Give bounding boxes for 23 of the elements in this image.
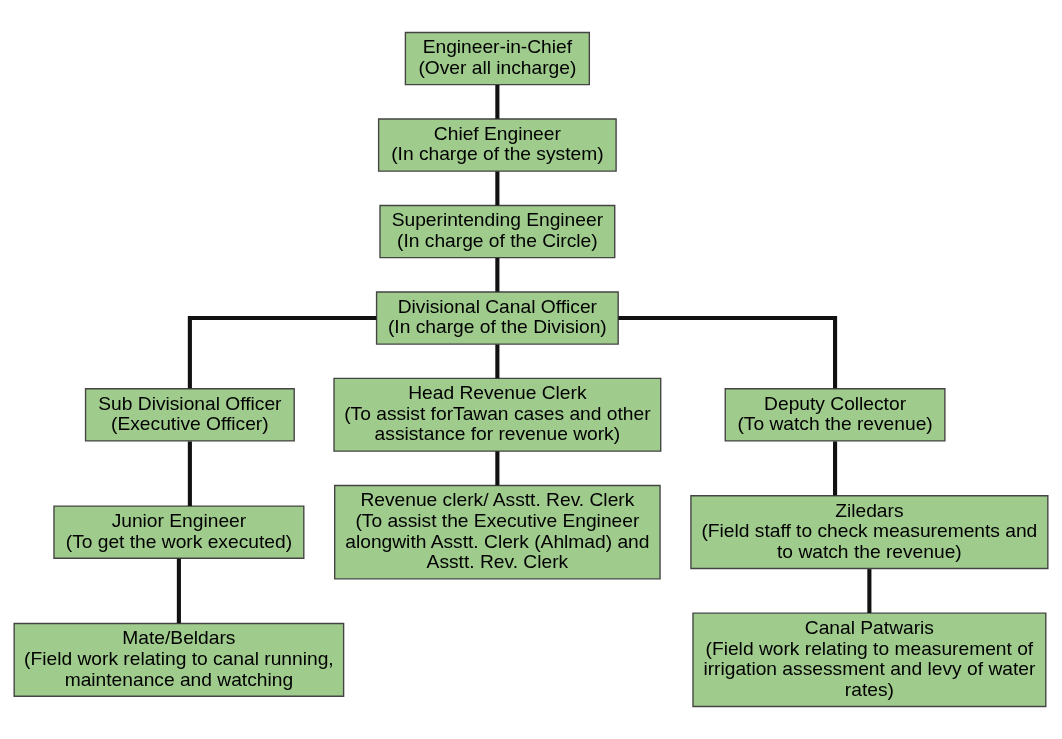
node-box: Deputy Collector (To watch the revenue) xyxy=(724,388,946,442)
node-box: Chief Engineer (In charge of the system) xyxy=(377,118,617,172)
node-box: Junior Engineer (To get the work executed) xyxy=(53,505,305,559)
node-box: Divisional Canal Officer (In charge of the Division) xyxy=(375,291,619,345)
connector xyxy=(833,441,838,496)
connector xyxy=(495,171,500,206)
node-box: Revenue clerk/ Asstt. Rev. Clerk (To assist the Executive Engineer alongwith Asstt. Clerk (Ahlmad) and Asstt. Rev. Clerk xyxy=(334,484,661,580)
connector xyxy=(176,558,181,624)
node-box: Canal Patwaris (Field work relating to measurement of irrigation assessment and levy of water rates) xyxy=(692,612,1047,708)
node-box: Sub Divisional Officer (Executive Officer) xyxy=(84,388,295,442)
connector xyxy=(495,451,500,486)
node-box: Mate/Beldars (Field work relating to canal running, maintenance and watching xyxy=(13,622,345,697)
connector xyxy=(867,569,872,613)
connector xyxy=(495,344,500,379)
node-box: Superintending Engineer (In charge of the Circle) xyxy=(379,204,616,259)
connector xyxy=(187,441,192,507)
node-box: Ziledars (Field staff to check measurements and to watch the revenue) xyxy=(690,495,1049,570)
connector xyxy=(495,257,500,292)
connector xyxy=(495,85,500,119)
connector xyxy=(618,315,838,389)
connector xyxy=(187,315,377,389)
node-box: Engineer-in-Chief (Over all incharge) xyxy=(404,31,591,86)
node-box: Head Revenue Clerk (To assist forTawan cases and other assistance for revenue work) xyxy=(333,377,662,452)
